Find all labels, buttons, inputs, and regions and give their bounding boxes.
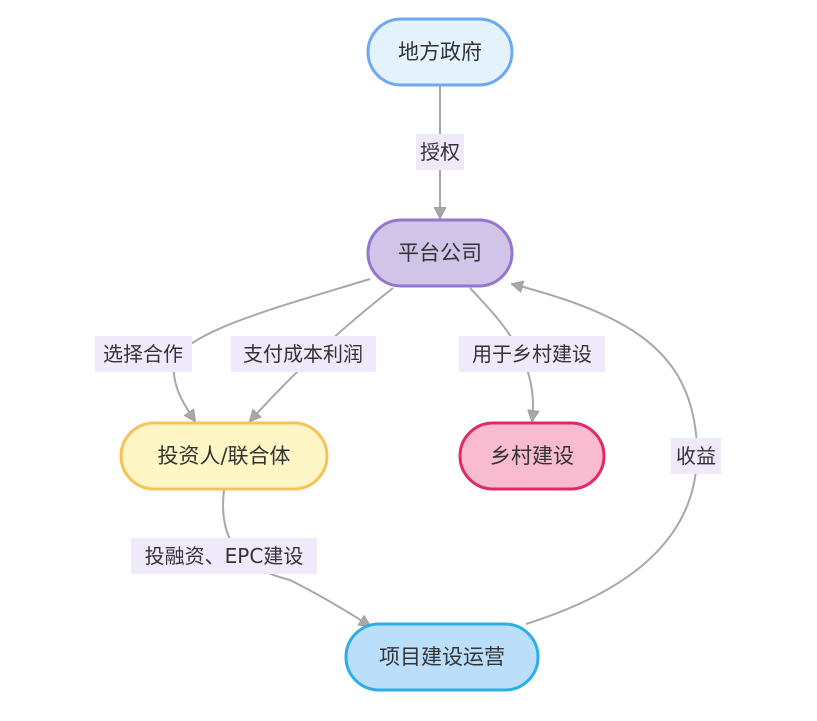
edge-project-platform bbox=[512, 284, 699, 625]
node-label: 乡村建设 bbox=[490, 444, 574, 468]
node-investor: 投资人/联合体 bbox=[119, 421, 329, 491]
node-platform: 平台公司 bbox=[366, 218, 514, 288]
edge-label-investor-project: 投融资、EPC建设 bbox=[131, 538, 317, 574]
edge-label-text: 选择合作 bbox=[103, 342, 183, 366]
edge-label-platform-investor-pay: 支付成本利润 bbox=[231, 336, 376, 372]
node-rural: 乡村建设 bbox=[458, 421, 606, 491]
node-label: 项目建设运营 bbox=[379, 645, 505, 669]
edge-label-gov-platform: 授权 bbox=[416, 134, 464, 170]
edge-label-project-platform: 收益 bbox=[671, 438, 721, 474]
nodes: 地方政府 平台公司 投资人/联合体 乡村建设 项目建设运营 bbox=[119, 17, 606, 692]
edge-label-text: 投融资、EPC建设 bbox=[145, 544, 304, 568]
node-gov: 地方政府 bbox=[366, 17, 514, 87]
edge-investor-project bbox=[222, 489, 370, 626]
node-project: 项目建设运营 bbox=[344, 622, 540, 692]
edge-label-text: 授权 bbox=[420, 140, 460, 164]
edge-label-text: 收益 bbox=[676, 444, 716, 468]
node-label: 投资人/联合体 bbox=[157, 444, 290, 468]
node-label: 平台公司 bbox=[398, 241, 482, 265]
node-label: 地方政府 bbox=[398, 40, 482, 64]
edge-label-text: 用于乡村建设 bbox=[472, 342, 592, 366]
edge-label-platform-rural: 用于乡村建设 bbox=[459, 336, 605, 372]
edge-label-text: 支付成本利润 bbox=[243, 342, 363, 366]
edge-labels: 授权 选择合作 支付成本利润 用于乡村建设 投融资、EPC建设 收益 bbox=[95, 134, 721, 574]
edge-label-platform-investor-select: 选择合作 bbox=[95, 336, 192, 372]
